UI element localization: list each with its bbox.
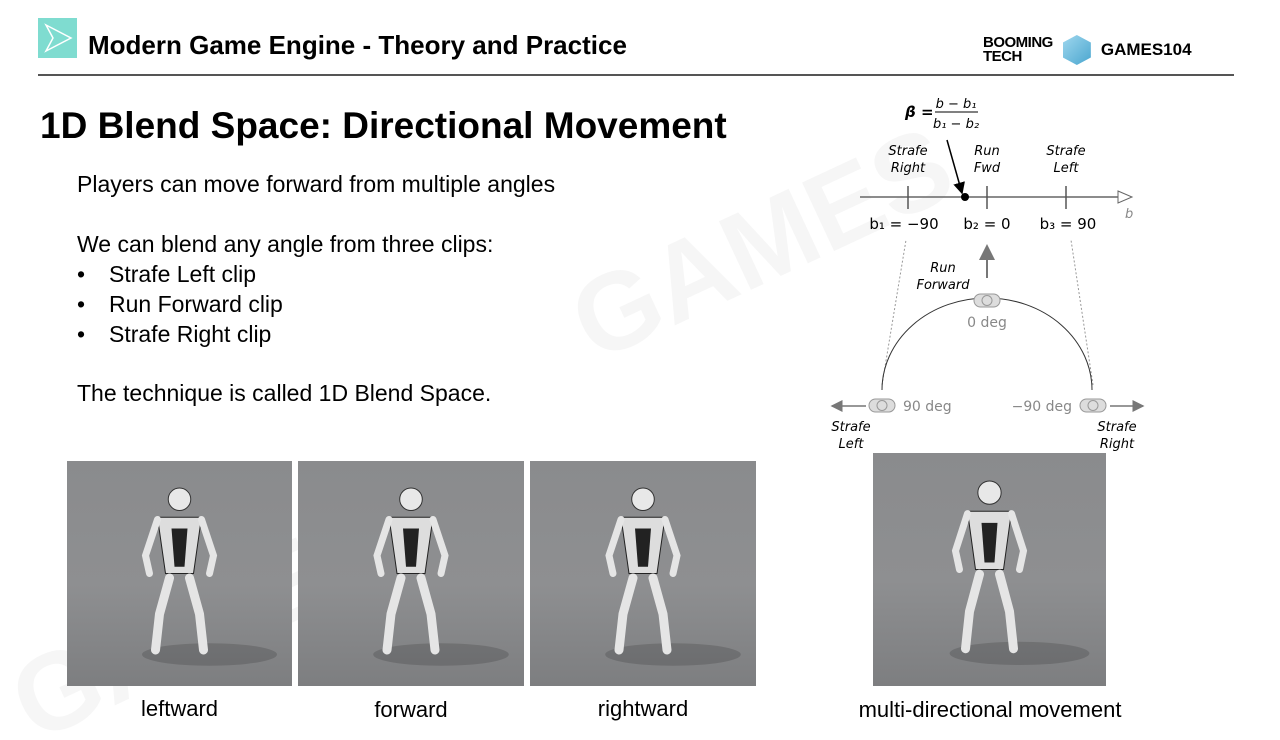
image-caption: forward — [374, 697, 448, 722]
play-arrow-icon — [44, 23, 73, 53]
deg-label: −90 deg — [1012, 399, 1072, 415]
image-caption: rightward — [597, 696, 689, 721]
formula-beta: β = — [904, 103, 934, 121]
bullet-item: • Strafe Right clip — [77, 321, 271, 348]
bullet-text: Strafe Left clip — [109, 261, 257, 287]
axis-value: b₃ = 90 — [1040, 215, 1097, 233]
axis-top-label: Run — [974, 144, 1000, 159]
axis-arrowhead-icon — [1117, 190, 1134, 204]
axis-top-label: Right — [891, 161, 926, 176]
deg-label: 90 deg — [903, 399, 952, 415]
conclusion-text: The technique is called 1D Blend Space. — [77, 380, 492, 406]
strafe-right-label: Strafe — [1097, 420, 1136, 435]
pointer-arrow — [946, 139, 965, 195]
robot-figure-icon — [949, 480, 1090, 666]
robot-figure-icon — [141, 487, 277, 666]
course-logo — [38, 18, 77, 58]
character-head-icon — [876, 400, 888, 411]
leftward-image — [67, 461, 292, 686]
axis-top-label: Fwd — [974, 161, 1001, 176]
bullet-text: Strafe Right clip — [109, 321, 272, 347]
games104-logo: GAMES104 — [1100, 40, 1192, 59]
intro-text: Players can move forward from multiple a… — [77, 171, 556, 197]
forward-image — [298, 461, 524, 686]
axis-top-label: Left — [1054, 161, 1080, 176]
image-caption: leftward — [140, 696, 219, 721]
strafe-right-label: Right — [1100, 437, 1135, 452]
strafe-left-label: Strafe — [831, 420, 870, 435]
axis-top-label: Strafe — [888, 144, 927, 159]
run-forward-label: Run — [930, 261, 956, 276]
brand-logos: BOOMING TECH GAMES104 — [983, 35, 1192, 65]
direction-arc — [881, 297, 1093, 391]
character-head-icon — [1087, 400, 1099, 411]
multi-directional-image — [873, 453, 1106, 686]
image-caption: multi-directional movement — [858, 697, 1122, 722]
axis-top-label: Strafe — [1046, 144, 1085, 159]
blend-space-diagram: β = b − b₁ b₁ − b₂ b Strafe Right Run Fw… — [830, 97, 1145, 452]
formula-denominator: b₁ − b₂ — [933, 117, 979, 132]
mapping-line — [1070, 239, 1094, 386]
bullet-text: Run Forward clip — [109, 291, 283, 317]
bullet-item: • Run Forward clip — [77, 291, 283, 318]
brand-booming-line2: TECH — [983, 48, 1022, 65]
header-title: Modern Game Engine - Theory and Practice — [88, 30, 627, 60]
blend-point — [961, 193, 969, 201]
robot-figure-icon — [373, 487, 509, 666]
run-forward-label: Forward — [917, 278, 971, 293]
bullet-dot: • — [77, 321, 86, 347]
rightward-image — [530, 461, 756, 686]
formula-numerator: b − b₁ — [936, 97, 977, 112]
axis-value: b₁ = −90 — [869, 215, 938, 233]
bullet-dot: • — [77, 291, 86, 317]
booming-tech-logo: BOOMING TECH — [983, 34, 1053, 65]
strafe-left-label: Left — [839, 437, 865, 452]
bullet-dot: • — [77, 261, 86, 287]
axis-value: b₂ = 0 — [963, 215, 1010, 233]
axis-label: b — [1125, 207, 1133, 222]
character-head-icon — [981, 295, 993, 306]
header-divider — [38, 74, 1234, 76]
deg-label: 0 deg — [967, 315, 1007, 331]
slide-title: 1D Blend Space: Directional Movement — [40, 105, 727, 146]
brand-booming-line1: BOOMING — [983, 34, 1053, 51]
bullet-item: • Strafe Left clip — [77, 261, 256, 288]
robot-figure-icon — [605, 487, 741, 666]
blend-intro-text: We can blend any angle from three clips: — [77, 231, 494, 257]
mapping-line — [881, 239, 907, 386]
